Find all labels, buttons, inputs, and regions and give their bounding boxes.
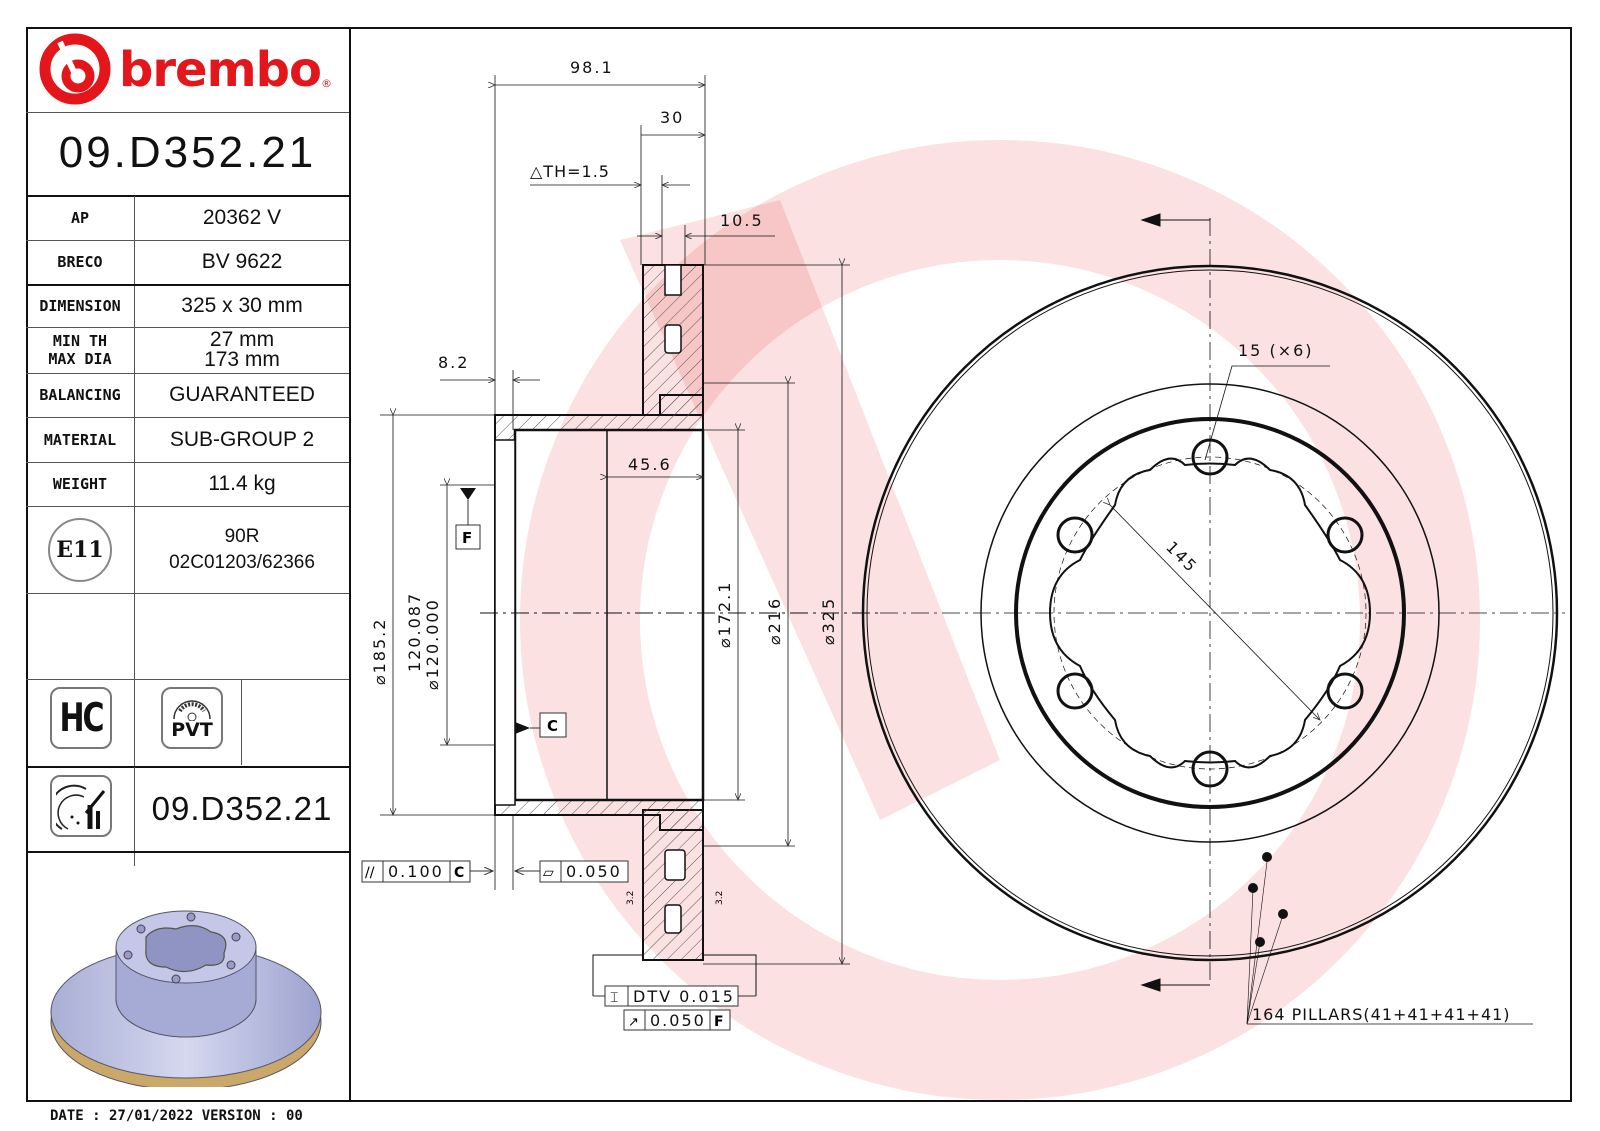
runout-symbol: ↗ <box>628 1015 639 1030</box>
spec-label-dimension: DIMENSION <box>39 297 121 315</box>
footer-part-number: 09.D352.21 <box>151 790 333 827</box>
spec-label-maxdia: MAX DIA <box>48 350 112 368</box>
datum-f: F <box>462 529 472 547</box>
spec-label-breco: BRECO <box>57 253 103 271</box>
brand-logo: brembo ® <box>26 27 349 112</box>
roughness-left: 3.2 <box>626 891 636 905</box>
spec-label-material: MATERIAL <box>43 430 117 449</box>
datum-c: C <box>547 717 558 735</box>
roughness-right: 3.2 <box>715 891 725 905</box>
dim-10-5: 10.5 <box>720 211 764 230</box>
homologation-line1: 90R <box>224 525 260 547</box>
dim-98-1: 98.1 <box>570 58 614 77</box>
spec-label-minth: MIN TH <box>52 332 108 350</box>
parallelism-datum: C <box>454 865 464 881</box>
e11-cell: E11 <box>26 507 134 592</box>
parallelism-symbol: // <box>365 865 375 881</box>
spec-value-breco: BV 9622 <box>201 250 283 273</box>
dtv-value: DTV 0.015 <box>633 987 735 1006</box>
dim-d172: ⌀172.1 <box>715 581 734 648</box>
pillars-callout: 164 PILLARS(41+41+41+41) <box>1252 1005 1511 1024</box>
homologation-text: 90R 02C01203/62366 <box>135 507 349 592</box>
spec-value-minth-maxdia: 27 mm 173 mm <box>135 328 349 372</box>
dim-8-2: 8.2 <box>438 353 469 372</box>
hc-icon: HC <box>50 687 112 749</box>
spec-label-balancing: BALANCING <box>39 386 121 404</box>
pvt-icon: PVT <box>161 687 223 749</box>
date-version: DATE : 27/01/2022 VERSION : 00 <box>50 1108 303 1124</box>
dim-d120-000: ⌀120.000 <box>423 598 442 690</box>
runout-tolerance: ↗ 0.050 F <box>623 1009 731 1031</box>
hc-icon-label: HC <box>59 695 104 741</box>
parallelism-value: 0.100 <box>388 862 444 881</box>
pcd-callout: 145 <box>1162 537 1201 576</box>
homologation-line2: 02C01203/62366 <box>169 551 315 573</box>
flatness-value: 0.050 <box>566 862 622 881</box>
disc-3d-render <box>50 910 322 1087</box>
disc-wear-icon <box>50 775 112 837</box>
dim-45-6: 45.6 <box>628 455 672 474</box>
drawing-frame <box>26 27 1572 1102</box>
e11-badge: E11 <box>48 517 112 582</box>
flatness-tolerance: ▱ 0.050 <box>515 860 629 883</box>
dim-d325: ⌀325 <box>819 597 838 645</box>
brand-name: brembo <box>119 41 322 98</box>
spec-value-maxdia: 173 mm <box>204 348 280 371</box>
runout-datum: F <box>714 1014 724 1030</box>
dtv-tolerance: ⌶ DTV 0.015 <box>593 985 756 1007</box>
spec-value-minth: 27 mm <box>209 328 275 351</box>
runout-value: 0.050 <box>650 1011 706 1030</box>
brembo-disc-icon <box>39 33 111 105</box>
spec-label-ap: AP <box>70 209 90 227</box>
dim-delta-th: △TH=1.5 <box>530 162 610 181</box>
flatness-symbol: ▱ <box>543 865 554 881</box>
dim-d216: ⌀216 <box>765 597 784 645</box>
spec-value-ap: 20362 V <box>202 206 282 229</box>
dim-30: 30 <box>660 108 684 127</box>
bolt-hole-callout: 15 (×6) <box>1238 341 1314 360</box>
pvt-disc-icon <box>173 700 211 721</box>
disc-pen-icon <box>56 784 106 830</box>
spec-value-dimension: 325 x 30 mm <box>181 294 303 317</box>
dtv-symbol: ⌶ <box>610 990 618 1006</box>
spec-label-minth-maxdia: MIN TH MAX DIA <box>26 328 134 372</box>
registered-mark: ® <box>320 77 332 90</box>
spec-value-material: SUB-GROUP 2 <box>169 427 315 451</box>
spec-label-weight: WEIGHT <box>52 475 108 493</box>
parallelism-tolerance: // 0.100 C <box>361 860 493 883</box>
dim-d185: ⌀185.2 <box>370 618 389 685</box>
part-number-title: 09.D352.21 <box>58 128 317 177</box>
spec-value-balancing: GUARANTEED <box>169 383 315 406</box>
info-panel: brembo ® 09.D352.21 AP 20362 V BRECO BV … <box>26 27 351 1102</box>
dim-d120-087: 120.087 <box>405 592 424 672</box>
spec-value-weight: 11.4 kg <box>208 472 276 495</box>
pvt-icon-label: PVT <box>171 719 213 741</box>
